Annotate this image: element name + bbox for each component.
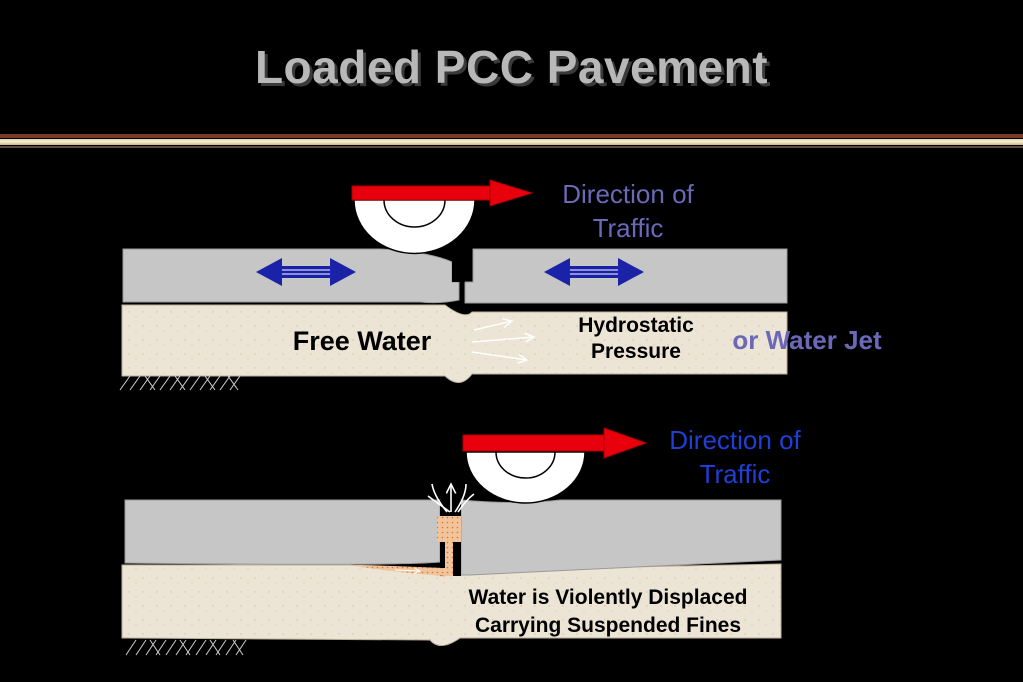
bottom-direction-line2: Traffic <box>699 458 771 489</box>
bottom-water-jet-icon <box>427 484 475 513</box>
free-water-label: Free Water <box>292 326 432 356</box>
bottom-left-slab <box>124 499 441 565</box>
displaced-line2: Carrying Suspended Fines <box>474 614 742 638</box>
title-rule-bottom <box>0 146 1023 148</box>
bottom-traffic-arrow-icon <box>462 427 648 459</box>
top-left-double-arrow-icon <box>256 258 356 286</box>
top-direction-label: Direction of Traffic <box>528 178 728 246</box>
bottom-diagram <box>121 427 782 656</box>
top-base-layer <box>121 304 788 383</box>
top-diagram <box>119 179 788 391</box>
pressure-line1: Hydrostatic <box>578 314 694 337</box>
top-right-double-arrow-icon <box>544 258 644 286</box>
bottom-wheel-icon <box>465 451 586 504</box>
title-rule-light <box>0 139 1023 145</box>
bottom-subgrade-hatch <box>125 639 247 656</box>
bottom-fines-pocket <box>350 565 445 577</box>
displaced-line1: Water is Violently Displaced <box>468 586 748 609</box>
top-joint <box>452 260 465 282</box>
water-jet-label: or Water Jet <box>732 325 882 355</box>
bottom-joint-fines-column <box>445 540 453 576</box>
bottom-direction-line1: Direction of <box>669 425 801 455</box>
slide-title: Loaded PCC Pavement <box>254 41 769 93</box>
top-direction-line2: Traffic <box>592 212 664 243</box>
top-subgrade-hatch <box>119 375 241 391</box>
top-wheel-icon <box>353 199 476 255</box>
top-traffic-arrow-icon <box>351 179 534 207</box>
displaced-water-label: Water is Violently Displaced Carrying Su… <box>430 584 786 641</box>
hydrostatic-pressure-label: Hydrostatic Pressure <box>552 313 720 366</box>
top-pressure-arrows-icon <box>471 321 534 360</box>
bottom-right-slab <box>460 499 782 576</box>
bottom-flow-arrows-icon <box>394 570 420 571</box>
title-rule-dark <box>0 134 1023 138</box>
top-direction-line1: Direction of <box>562 179 694 209</box>
pressure-line2: Pressure <box>591 340 681 364</box>
bottom-joint-fines-top <box>437 516 461 542</box>
bottom-direction-label: Direction of Traffic <box>640 424 830 492</box>
